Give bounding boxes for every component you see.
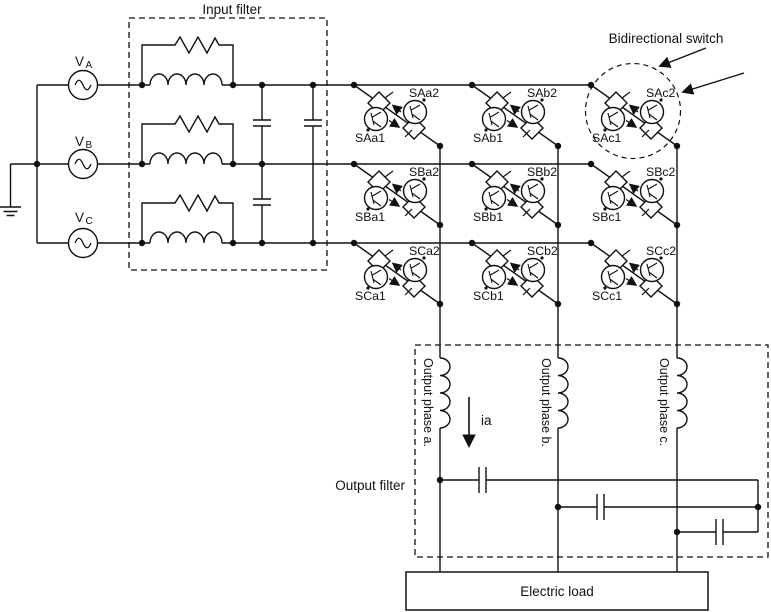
source-vb-label: V [75,134,84,149]
switch-matrix-section: SAa1 SAa2 SAb1 SAb2 SAc1 SAc2 SBa1 SBa2 … [222,82,680,572]
switch-label-sba1: SBa1 [355,210,385,224]
switch-label-sab2: SAb2 [527,86,557,100]
switch-label-sbb2: SBb2 [527,165,557,179]
source-section: V A V B V C [0,54,150,259]
output-filter-box [414,344,769,558]
capacitor [440,467,758,493]
switch-label-sba2: SBa2 [409,165,439,179]
switch-label-saa1: SAa1 [355,131,385,145]
output-phase-b-label: Output phase b. [539,358,553,447]
source-vb [67,148,99,180]
output-phase-a-label: Output phase a. [421,358,435,447]
bidirectional-switch-callout: Bidirectional switch [584,31,745,160]
switch-label-scb2: SCb2 [527,244,558,258]
output-phase-c-label: Output phase c. [657,358,671,446]
switch-label-scb1: SCb1 [473,289,504,303]
source-vc-sub: C [86,216,93,227]
output-inductor-b [557,357,569,429]
filter-branch-b [138,114,237,168]
input-filter-section: Input filter [128,2,328,271]
switch-label-sca2: SCa2 [409,244,440,258]
input-filter-label: Input filter [202,2,262,17]
switch-label-sac2: SAc2 [646,86,676,100]
resistor [141,193,234,243]
callout-dashed-circle [584,62,682,160]
inductor [149,73,223,86]
capacitor [677,519,758,545]
source-vc [67,227,99,259]
switch-label-sac1: SAc1 [592,131,622,145]
current-ia-label: ia [481,413,492,428]
output-filter-label: Output filter [335,478,405,493]
switch-label-sca1: SCa1 [355,289,386,303]
switch-label-sbb1: SBb1 [473,210,503,224]
inductor [149,152,223,165]
source-va [67,69,99,101]
resistor [141,114,234,164]
switch-label-saa2: SAa2 [409,86,439,100]
input-filter-capacitors [253,81,322,247]
filter-branch-c [138,193,237,247]
switch-label-sab1: SAb1 [473,131,503,145]
output-inductor-a [439,357,451,429]
output-filter-capacitors [436,467,762,545]
source-va-sub: A [86,60,93,71]
electric-load-label: Electric load [520,584,594,599]
electric-load-section: Electric load [405,571,709,611]
callout-arrow-icon [681,72,745,95]
source-va-label: V [75,54,84,69]
resistor [141,35,234,85]
source-vc-label: V [75,210,84,225]
capacitor [304,85,322,243]
inductor [149,231,223,244]
switch-label-sbc1: SBc1 [592,210,622,224]
switch-label-scc2: SCc2 [646,244,676,258]
input-filter-box [128,17,328,271]
output-filter-section: Output filter Output phase a. Output pha… [335,344,769,558]
bidirectional-switch-label: Bidirectional switch [609,31,724,46]
filter-branch-a [138,35,237,89]
output-inductor-c [676,357,688,429]
source-vb-sub: B [86,140,93,151]
switch-label-sbc2: SBc2 [646,165,676,179]
ground-icon [0,206,21,217]
capacitor [558,494,758,520]
callout-arrow-icon [658,47,707,68]
switch-label-scc1: SCc1 [592,289,622,303]
electric-load-box [405,571,709,611]
